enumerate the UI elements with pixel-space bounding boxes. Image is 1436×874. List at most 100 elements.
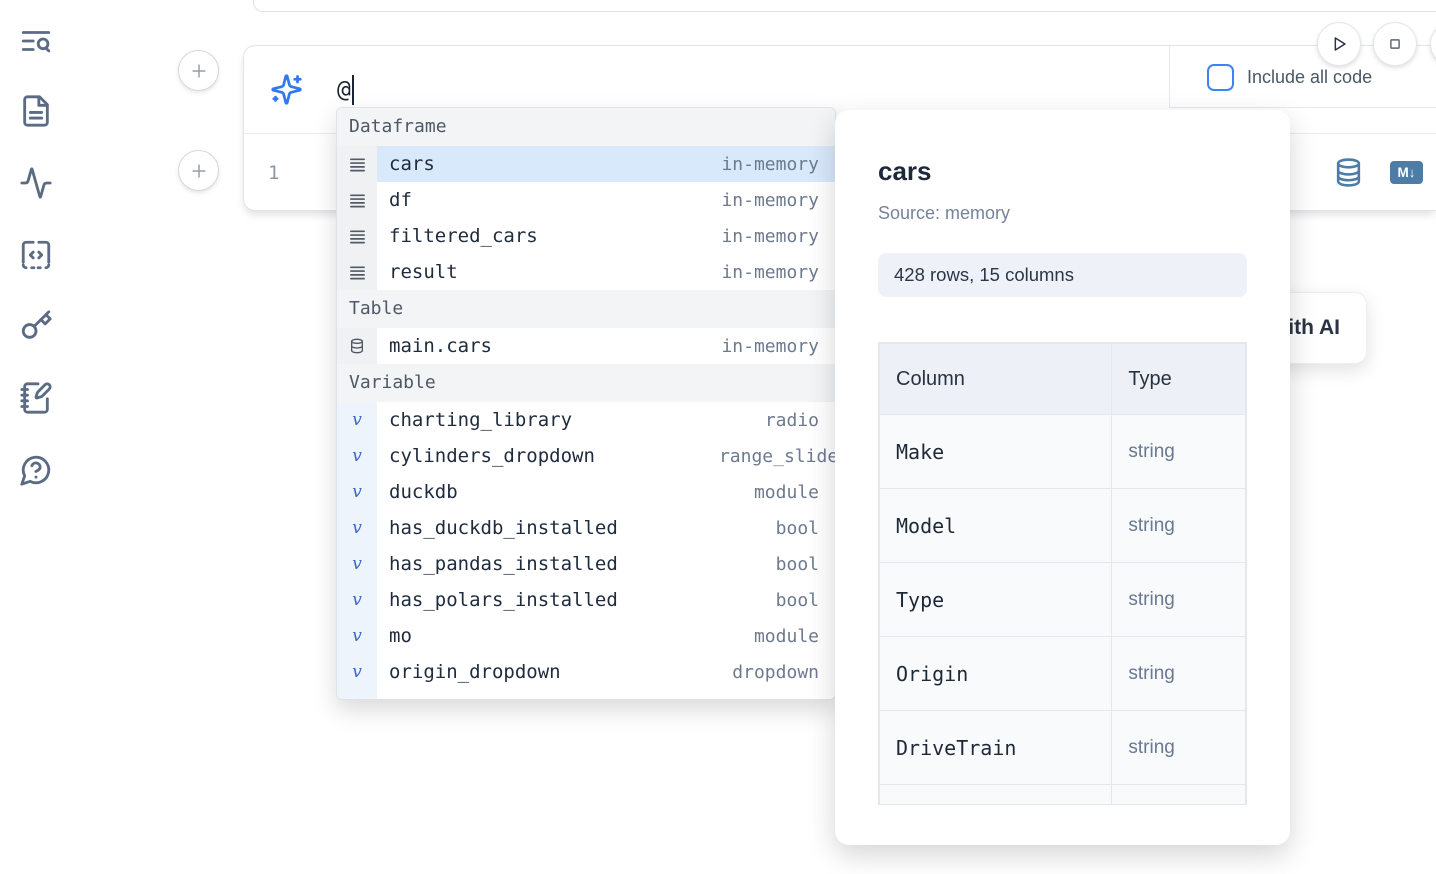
ai-right-section-border	[1169, 107, 1436, 108]
autocomplete-item-name: has_polars_installed	[389, 589, 618, 611]
markdown-convert-icon[interactable]: M↓	[1390, 161, 1423, 184]
autocomplete-item-name: cylinders_dropdown	[389, 445, 595, 467]
ai-row-divider	[1169, 46, 1170, 107]
sidebar	[0, 0, 72, 874]
autocomplete-item[interactable]: result in-memory	[337, 254, 835, 290]
autocomplete-section-header: Variable	[337, 364, 835, 402]
variable-icon: v	[337, 690, 377, 699]
run-button[interactable]	[1317, 22, 1361, 66]
dataframe-icon	[337, 218, 377, 254]
help-chat-icon[interactable]	[19, 453, 53, 487]
schema-header-column: Column	[879, 343, 1113, 415]
autocomplete-item-name: pd	[377, 697, 412, 699]
autocomplete-item-name: charting_library	[389, 409, 573, 431]
autocomplete-item-type: in-memory	[721, 335, 819, 357]
autocomplete-section-header: Table	[337, 290, 835, 328]
autocomplete-item-type: dropdown	[732, 661, 819, 683]
search-list-icon[interactable]	[19, 24, 53, 58]
schema-row-partial	[879, 784, 1246, 804]
variable-icon: v	[337, 402, 377, 438]
schema-column-name: DriveTrain	[879, 710, 1113, 785]
datasource-icon[interactable]	[1333, 157, 1364, 188]
autocomplete-item-type: module	[753, 625, 819, 647]
autocomplete-item-type: bool	[775, 589, 819, 611]
schema-header-type: Type	[1111, 343, 1246, 415]
previous-cell-edge	[253, 0, 1436, 12]
autocomplete-item-type: bool	[775, 553, 819, 575]
schema-column-name: Origin	[879, 636, 1113, 711]
autocomplete-item-type: module	[753, 481, 819, 503]
schema-header-row: Column Type	[879, 343, 1246, 415]
autocomplete-item-type: in-memory	[721, 225, 819, 247]
include-all-code-label: Include all code	[1247, 66, 1373, 87]
variable-icon: v	[337, 618, 377, 654]
autocomplete-item-name: df	[389, 189, 412, 211]
schema-column-name: Make	[879, 414, 1113, 489]
autocomplete-item-name: cars	[389, 153, 435, 175]
code-editor-row[interactable]: 1 M↓	[244, 134, 1436, 211]
autocomplete-item[interactable]: cars in-memory	[337, 146, 835, 182]
schema-column-type: string	[1111, 488, 1246, 563]
schema-column-type: string	[1111, 414, 1246, 489]
ai-prompt-input[interactable]: @	[337, 73, 354, 107]
dataframe-icon	[337, 254, 377, 290]
stop-button[interactable]	[1373, 22, 1417, 66]
autocomplete-item-type: bool	[775, 517, 819, 539]
autocomplete-item-type: in-memory	[721, 153, 819, 175]
autocomplete-item[interactable]: df in-memory	[337, 182, 835, 218]
autocomplete-item-name: origin_dropdown	[389, 661, 561, 683]
line-number: 1	[268, 161, 280, 184]
dataframe-preview-panel: cars Source: memory 428 rows, 15 columns…	[835, 110, 1290, 845]
autocomplete-item-type: radio	[764, 409, 819, 431]
dataframe-icon	[337, 146, 377, 182]
autocomplete-item-name: mo	[389, 625, 412, 647]
autocomplete-item-name: main.cars	[389, 335, 492, 357]
variable-icon: v	[337, 510, 377, 546]
autocomplete-item-name: filtered_cars	[389, 225, 538, 247]
autocomplete-item-type: in-memory	[721, 261, 819, 283]
code-snippets-icon[interactable]	[19, 238, 53, 272]
autocomplete-item[interactable]: v cylinders_dropdown range_slider	[337, 438, 835, 474]
text-cursor	[351, 75, 354, 105]
autocomplete-item-name: result	[389, 261, 458, 283]
schema-column-type: string	[1111, 710, 1246, 785]
autocomplete-section-header: Dataframe	[337, 108, 835, 146]
autocomplete-item[interactable]: vpd module	[337, 690, 835, 700]
variable-icon: v	[337, 654, 377, 690]
autocomplete-item-name: duckdb	[389, 481, 458, 503]
add-cell-button-bottom[interactable]	[178, 150, 219, 191]
file-document-icon[interactable]	[19, 94, 53, 128]
include-all-code-checkbox[interactable]	[1207, 63, 1234, 91]
key-icon[interactable]	[19, 309, 53, 343]
schema-column-type: string	[1111, 636, 1246, 711]
autocomplete-item-type: range_slider	[718, 445, 836, 467]
add-cell-button-top[interactable]	[178, 50, 219, 91]
schema-column-name: Model	[879, 488, 1113, 563]
table-icon	[337, 328, 377, 364]
activity-icon[interactable]	[19, 166, 53, 200]
autocomplete-item[interactable]: main.cars in-memory	[337, 328, 835, 364]
preview-shape-badge: 428 rows, 15 columns	[878, 253, 1247, 297]
variable-icon: v	[337, 438, 377, 474]
autocomplete-item[interactable]: v origin_dropdown dropdown	[337, 654, 835, 690]
autocomplete-item-type: module	[754, 698, 835, 700]
scratchpad-notebook-icon[interactable]	[19, 381, 53, 415]
autocomplete-item[interactable]: filtered_cars in-memory	[337, 218, 835, 254]
sparkles-ai-icon	[270, 73, 303, 106]
autocomplete-item-name: has_pandas_installed	[389, 553, 618, 575]
autocomplete-item[interactable]: v charting_library radio	[337, 402, 835, 438]
autocomplete-item-type: in-memory	[721, 189, 819, 211]
